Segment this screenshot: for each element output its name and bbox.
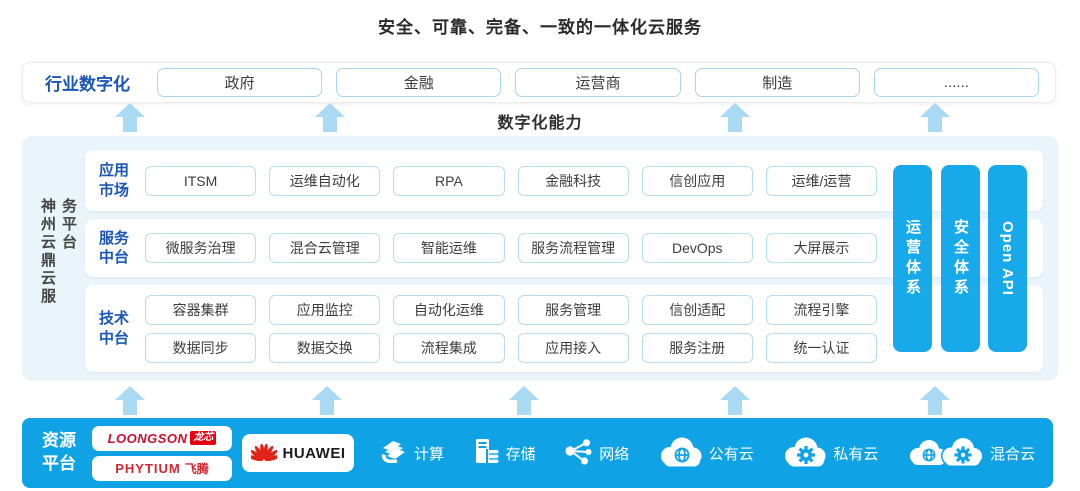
industry-item-government: 政府	[157, 68, 323, 97]
hybrid-cloud-icon	[906, 434, 984, 472]
pillar-security-system: 安全体系	[941, 165, 980, 352]
resource-storage: 存储	[472, 437, 536, 469]
platform-item: 数据同步	[145, 332, 257, 363]
huawei-logo: HUAWEI	[242, 434, 354, 472]
platform-item: 信创适配	[641, 294, 753, 325]
row-items: 容器集群 应用监控 自动化运维 服务管理 信创适配 流程引擎 数据同步 数据交换…	[145, 294, 878, 363]
industry-item-operator: 运营商	[515, 68, 681, 97]
resource-items: 计算	[378, 434, 1041, 472]
compute-icon	[378, 437, 408, 469]
resource-compute: 计算	[378, 437, 444, 469]
platform-item: 流程集成	[393, 332, 505, 363]
public-cloud-icon	[657, 435, 703, 471]
row-label: 服务中台	[99, 229, 130, 267]
platform-item: DevOps	[641, 233, 753, 263]
row-service-middle-platform: 服务中台 微服务治理 混合云管理 智能运维 服务流程管理 DevOps 大屏展示	[85, 219, 1043, 277]
loongson-logo: LOONGSON 龙芯	[92, 425, 232, 451]
pillar-operations-system: 运营体系	[893, 165, 932, 352]
industry-row-label: 行业数字化	[45, 75, 130, 94]
platform-item: 应用监控	[269, 294, 381, 325]
up-arrow-icon	[115, 103, 145, 132]
platform-item: 统一认证	[765, 332, 878, 363]
phytium-logo: PHYTIUM 飞腾	[92, 455, 232, 481]
row-tech-middle-platform: 技术中台 容器集群 应用监控 自动化运维 服务管理 信创适配 流程引擎 数据同步…	[85, 285, 1043, 372]
row-items: 微服务治理 混合云管理 智能运维 服务流程管理 DevOps 大屏展示	[145, 233, 878, 263]
platform-rows: 应用市场 ITSM 运维自动化 RPA 金融科技 信创应用 运维/运营 服务中台…	[85, 150, 1043, 372]
network-icon	[563, 438, 593, 469]
up-arrow-icon	[920, 386, 950, 415]
cloud-service-platform-panel: 神州云鼎云服务平台 应用市场 ITSM 运维自动化 RPA 金融科技 信创应用 …	[22, 136, 1058, 381]
platform-item: 微服务治理	[145, 233, 257, 263]
platform-item: 智能运维	[393, 233, 505, 263]
platform-item: 服务管理	[517, 294, 629, 325]
vendor-logos: LOONGSON 龙芯 PHYTIUM 飞腾	[92, 425, 232, 481]
up-arrow-icon	[720, 103, 750, 132]
capability-label: 数字化能力	[497, 115, 583, 132]
industry-digitalization-row: 行业数字化 政府 金融 运营商 制造 ......	[22, 62, 1056, 103]
up-arrow-icon	[720, 386, 750, 415]
platform-item: 流程引擎	[765, 294, 878, 325]
row-label: 应用市场	[99, 162, 130, 199]
industry-items: 政府 金融 运营商 制造 ......	[157, 68, 1040, 97]
platform-item: 应用接入	[517, 332, 629, 363]
platform-item: 自动化运维	[393, 294, 505, 325]
up-arrow-icon	[312, 386, 342, 415]
resource-network: 网络	[563, 438, 629, 469]
page-title: 安全、可靠、完备、一致的一体化云服务	[378, 18, 702, 37]
platform-item: 信创应用	[641, 165, 753, 196]
resource-platform-label: 资源平台	[42, 431, 76, 473]
up-arrow-icon	[509, 386, 539, 415]
row-label: 技术中台	[99, 310, 130, 347]
platform-item: RPA	[393, 165, 505, 196]
storage-icon	[472, 437, 500, 469]
industry-item-manufacturing: 制造	[694, 68, 860, 97]
resource-public-cloud: 公有云	[657, 435, 754, 471]
resource-hybrid-cloud: 混合云	[906, 434, 1035, 472]
huawei-flower-icon	[247, 441, 280, 466]
platform-item: 数据交换	[269, 332, 381, 363]
industry-item-more: ......	[873, 68, 1040, 97]
platform-item: 运维自动化	[269, 165, 381, 196]
platform-item: 大屏展示	[765, 233, 878, 263]
resource-platform-band: 资源平台 LOONGSON 龙芯 PHYTIUM 飞腾	[22, 418, 1053, 488]
platform-item: 运维/运营	[765, 165, 878, 196]
platform-item: ITSM	[145, 165, 257, 196]
pillar-open-api: Open API	[988, 165, 1027, 352]
platform-item: 混合云管理	[269, 233, 381, 263]
platform-item: 容器集群	[145, 294, 257, 325]
industry-item-finance: 金融	[336, 68, 502, 97]
private-cloud-icon	[781, 435, 827, 471]
platform-item: 服务流程管理	[517, 233, 629, 263]
platform-item: 金融科技	[517, 165, 629, 196]
row-app-market: 应用市场 ITSM 运维自动化 RPA 金融科技 信创应用 运维/运营	[85, 150, 1043, 211]
platform-item: 服务注册	[641, 332, 753, 363]
up-arrow-icon	[315, 103, 345, 132]
row-items: ITSM 运维自动化 RPA 金融科技 信创应用 运维/运营	[145, 165, 878, 196]
up-arrow-icon	[115, 386, 145, 415]
up-arrow-icon	[920, 103, 950, 132]
resource-private-cloud: 私有云	[781, 435, 878, 471]
platform-side-label: 神州云鼎云服务平台	[39, 197, 77, 306]
